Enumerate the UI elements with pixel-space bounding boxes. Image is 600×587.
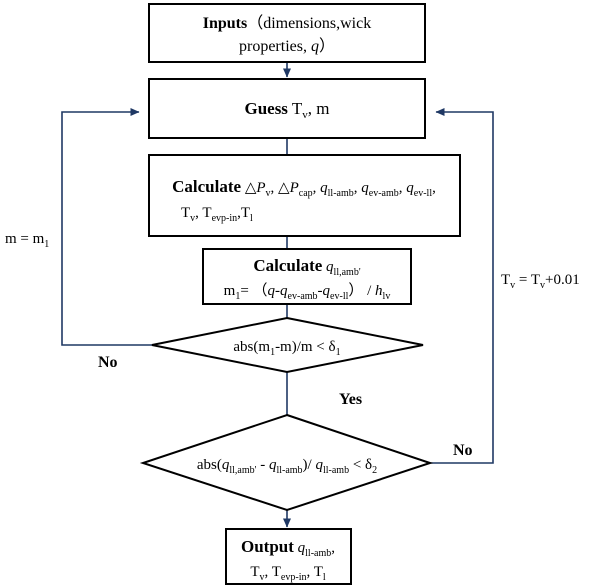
- no-left-label: No: [98, 354, 118, 371]
- inputs-line1: Inputs（dimensions,wick: [203, 14, 371, 32]
- loop-no-right: [430, 108, 494, 464]
- calculate-1-line2: Tv, Tevp-in,Tl: [181, 205, 253, 224]
- inputs-line2: properties, q）: [239, 37, 335, 55]
- yes-label: Yes: [339, 391, 362, 408]
- calculate-box-2: [202, 248, 412, 305]
- loop-no-left: [61, 108, 152, 346]
- calculate-2-line1: Calculate qll,amb': [253, 256, 360, 278]
- decision-1-text: abs(m1-m)/m < δ1: [233, 339, 340, 358]
- decision-diamond-1: [151, 316, 424, 374]
- calculate-box-1: [148, 154, 461, 237]
- guess-text: Guess Tv, m: [244, 99, 329, 121]
- inputs-box: [148, 3, 426, 63]
- tv-update-label: Tv = Tv+0.01: [501, 272, 580, 291]
- decision-2-text: abs(qll,amb' - qll-amb)/ qll-amb < δ2: [197, 457, 377, 476]
- guess-box: [148, 78, 426, 139]
- output-line2: Tv, Tevp-in, Tl: [250, 564, 326, 583]
- m-update-label: m = m1: [5, 231, 49, 250]
- calculate-2-line2: m1= （q-qev-amb-qev-ll） / hlv: [224, 282, 391, 302]
- decision-diamond-2: [139, 413, 434, 512]
- output-box: [225, 528, 352, 585]
- output-line1: Output qll-amb,: [241, 537, 335, 559]
- no-right-label: No: [453, 442, 473, 459]
- calculate-1-line1: Calculate △Pv, △Pcap, qll-amb, qev-amb, …: [172, 177, 436, 199]
